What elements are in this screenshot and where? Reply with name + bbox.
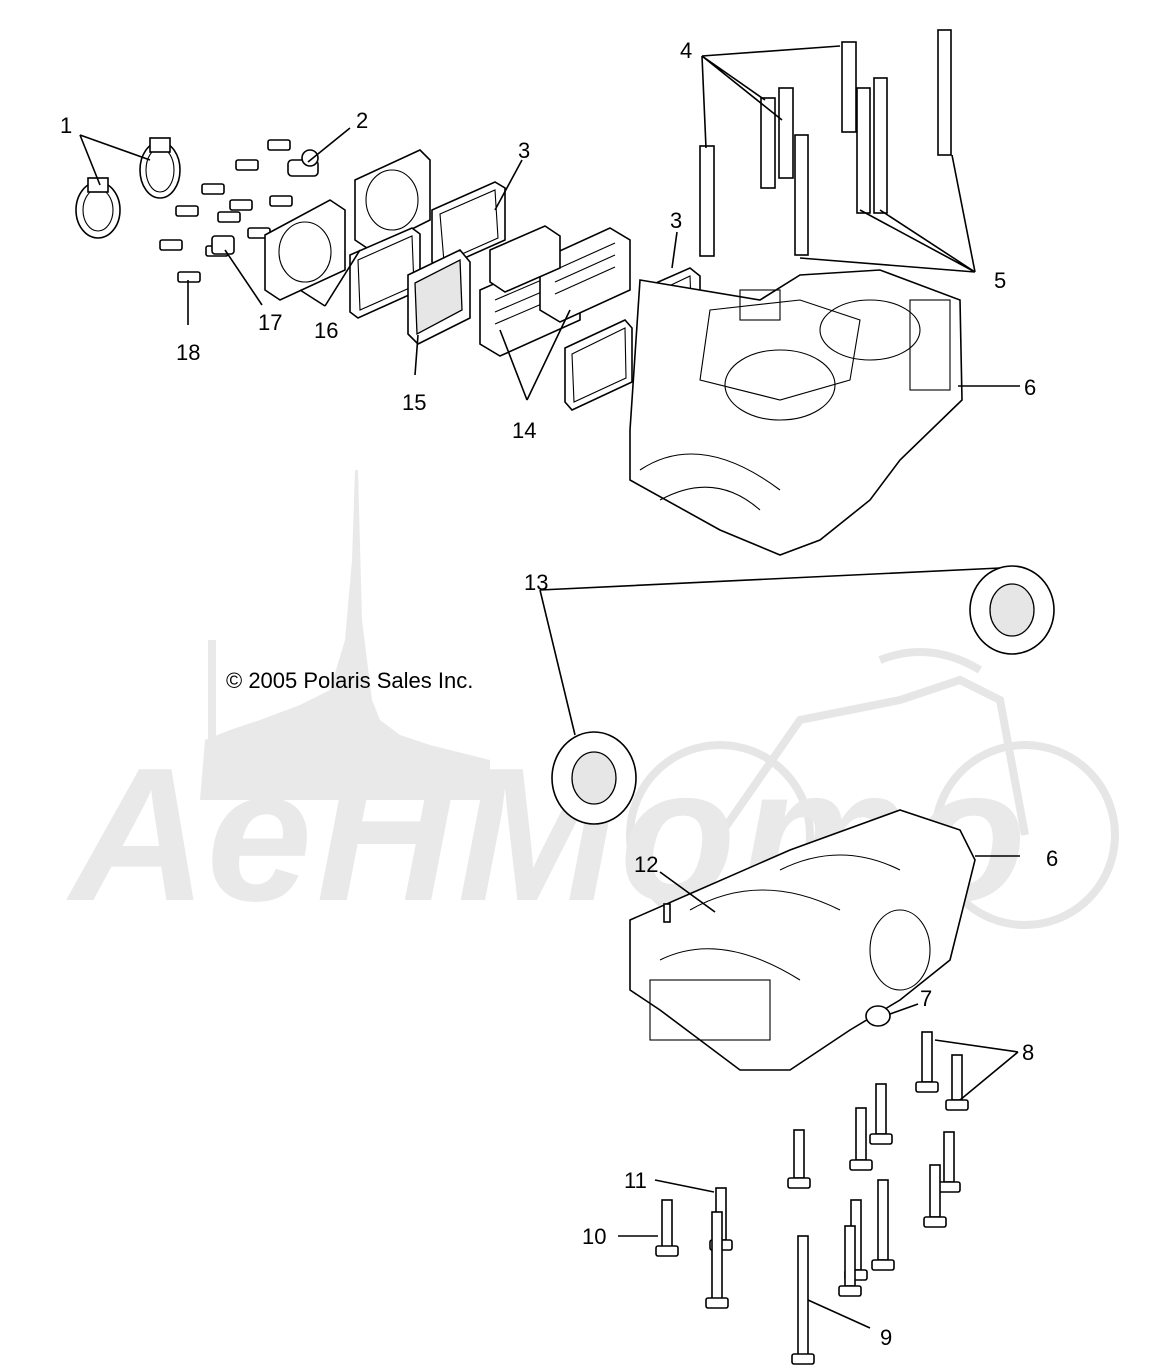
callout-18: 18 [176, 340, 200, 365]
callout-11: 11 [624, 1168, 647, 1193]
callout-3-upper: 3 [518, 138, 530, 163]
callout-13: 13 [524, 570, 548, 595]
part-13-seals [551, 565, 1055, 825]
callout-2: 2 [356, 108, 368, 133]
part-17-fittings [211, 235, 235, 255]
part-4-dowels [699, 41, 857, 257]
copyright-text: © 2005 Polaris Sales Inc. [226, 668, 473, 693]
part-15-reed-block [407, 249, 471, 345]
callout-6-upper: 6 [1024, 375, 1036, 400]
callout-12: 12 [634, 852, 658, 877]
part-6-upper-crankcase [629, 269, 963, 556]
callout-9: 9 [880, 1325, 892, 1350]
part-7-plug [865, 1005, 891, 1027]
callout-6-lower: 6 [1046, 846, 1058, 871]
part-16-adapter-plates [264, 149, 431, 301]
callout-7: 7 [920, 986, 932, 1011]
part-5-studs [794, 29, 952, 256]
callout-4: 4 [680, 38, 692, 63]
callout-10: 10 [582, 1224, 606, 1249]
part-3-gaskets [349, 181, 506, 319]
callout-1: 1 [60, 113, 72, 138]
callout-5: 5 [994, 268, 1006, 293]
callout-labels: 1 2 3 3 4 5 6 6 7 8 9 10 11 12 13 14 15 … [60, 38, 1058, 1350]
part-11-bolts [705, 1187, 733, 1309]
callout-8: 8 [1022, 1040, 1034, 1065]
callout-15: 15 [402, 390, 426, 415]
part-10-bolt [655, 1199, 679, 1257]
part-2-clamp [287, 149, 319, 177]
part-1-hose-clamps [75, 137, 181, 239]
callout-3-lower: 3 [670, 208, 682, 233]
leader-lines [79, 45, 1020, 1329]
part-14-reed-valves [479, 225, 631, 357]
callout-14: 14 [512, 418, 536, 443]
part-8-bolts [915, 1031, 969, 1111]
part-9-bolts [787, 1083, 961, 1365]
callout-17: 17 [258, 310, 282, 335]
part-6-lower-crankcase [629, 809, 976, 1071]
callout-16: 16 [314, 318, 338, 343]
